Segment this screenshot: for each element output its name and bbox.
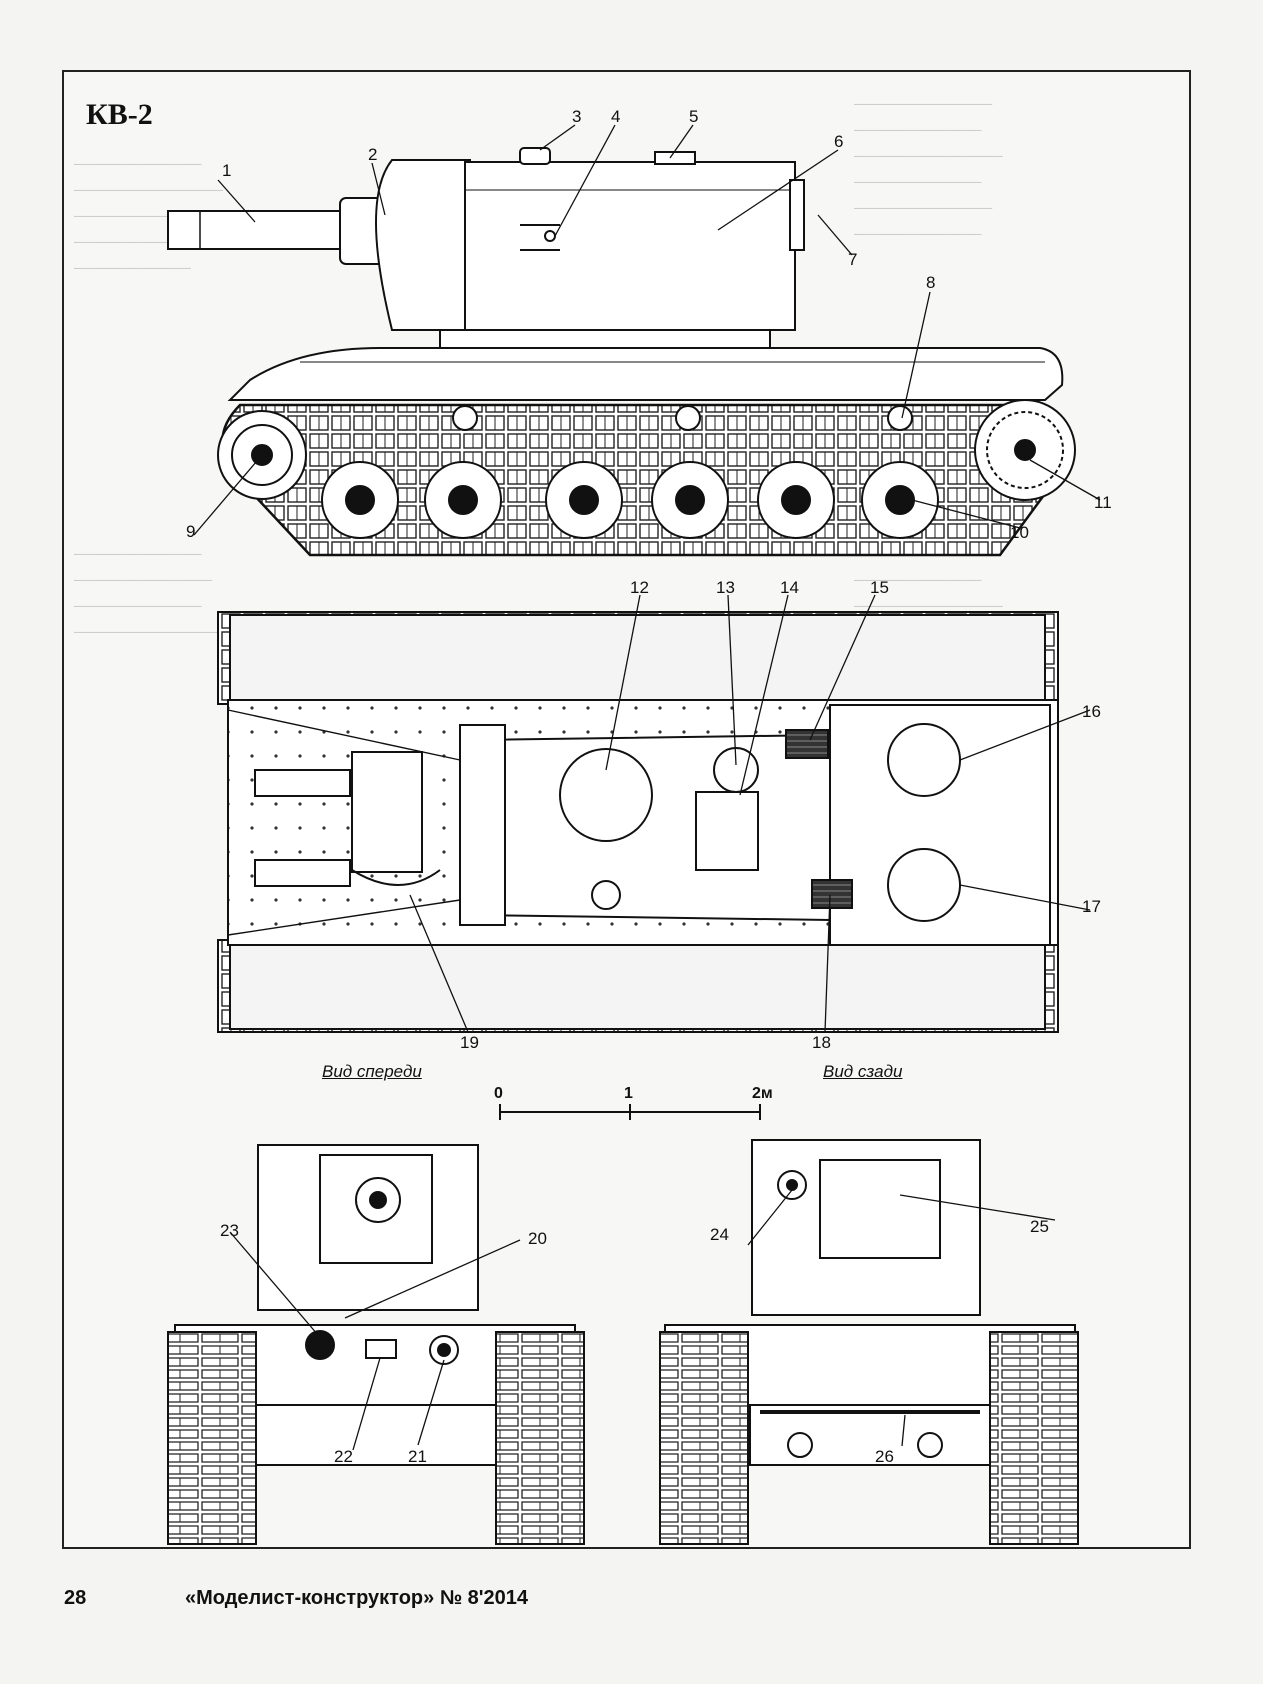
drawing-title: КВ-2 — [86, 98, 153, 131]
return-rollers-side — [452, 405, 913, 431]
turret-top — [471, 733, 831, 922]
background-text: ────────────────────────────────────────… — [74, 547, 223, 641]
callout-15: 15 — [870, 578, 889, 597]
callout-26: 26 — [875, 1447, 894, 1466]
callout-14: 14 — [780, 578, 799, 597]
scale-label-1: 1 — [624, 1085, 633, 1102]
turret-front — [375, 159, 471, 331]
callout-24: 24 — [710, 1225, 729, 1244]
rear-view — [659, 1139, 1079, 1545]
side-view — [167, 147, 1076, 557]
idler-wheel-side — [974, 399, 1076, 501]
callout-19: 19 — [460, 1033, 479, 1052]
callout-21: 21 — [408, 1447, 427, 1466]
callout-20: 20 — [528, 1229, 547, 1248]
callout-2: 2 — [368, 145, 377, 164]
front-view-label: Вид спереди — [322, 1062, 422, 1081]
callout-1: 1 — [222, 161, 231, 180]
background-text: ────────────────────────────────────────… — [854, 97, 1003, 243]
gun-barrel — [167, 210, 349, 250]
track-front-right — [495, 1331, 585, 1545]
callout-3: 3 — [572, 107, 581, 126]
front-view — [167, 1144, 585, 1545]
callout-17: 17 — [1082, 897, 1101, 916]
headlight-23 — [305, 1330, 335, 1360]
callout-25: 25 — [1030, 1217, 1049, 1236]
track-rear-right — [989, 1331, 1079, 1545]
callout-16: 16 — [1082, 702, 1101, 721]
callout-18: 18 — [812, 1033, 831, 1052]
callout-10: 10 — [1010, 523, 1029, 542]
turret-rear-hatch — [819, 1159, 941, 1259]
callout-numbers: 1 2 3 4 5 6 7 8 9 10 11 12 13 14 15 16 1… — [186, 107, 1112, 1466]
track-rear-left — [659, 1331, 749, 1545]
scale-label-2: 2м — [752, 1085, 773, 1102]
hatch-12 — [559, 748, 653, 842]
magazine-issue: «Моделист-конструктор» № 8'2014 — [185, 1587, 529, 1609]
callout-11: 11 — [1094, 493, 1112, 512]
scale-bar: 0 1 2м — [494, 1085, 773, 1120]
leader-lines — [193, 124, 1101, 1451]
callout-7: 7 — [848, 250, 857, 269]
callout-22: 22 — [334, 1447, 353, 1466]
track-front-left — [167, 1331, 257, 1545]
hull-side — [227, 347, 1064, 401]
callout-23: 23 — [220, 1221, 239, 1240]
callout-12: 12 — [630, 578, 649, 597]
scale-label-0: 0 — [494, 1085, 503, 1102]
callout-4: 4 — [611, 107, 620, 126]
rear-view-label: Вид сзади — [823, 1062, 903, 1081]
gun-top — [351, 751, 423, 873]
callout-13: 13 — [716, 578, 735, 597]
callout-9: 9 — [186, 522, 195, 541]
callout-6: 6 — [834, 132, 843, 151]
page-number: 28 — [64, 1587, 87, 1609]
callout-8: 8 — [926, 273, 935, 292]
turret — [464, 161, 796, 331]
callout-5: 5 — [689, 107, 698, 126]
road-wheels-side — [321, 461, 939, 539]
top-view — [217, 611, 1059, 1033]
